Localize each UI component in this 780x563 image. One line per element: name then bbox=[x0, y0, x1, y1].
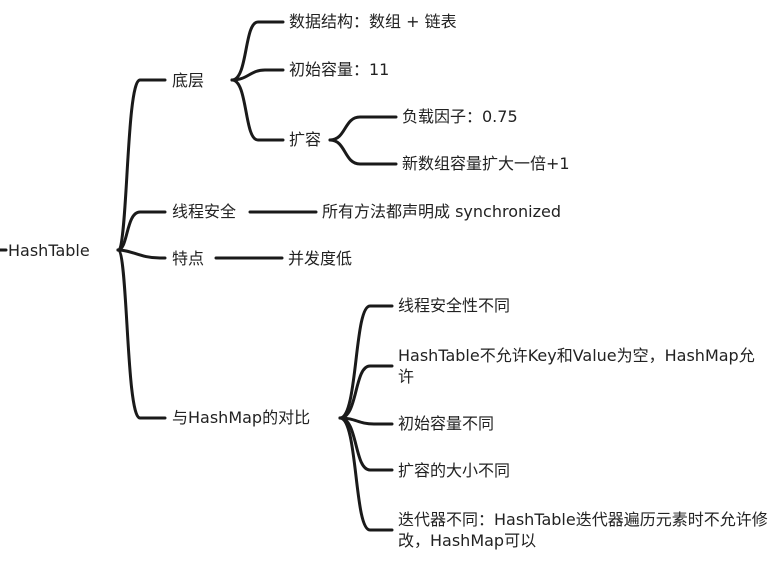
leaf-compare-thread-safety[interactable]: 线程安全性不同 bbox=[398, 296, 511, 315]
node-resize[interactable]: 扩容 bbox=[289, 130, 322, 149]
edge-comparison-to-c1 bbox=[338, 304, 394, 420]
edge-underlying-to-datastructure bbox=[230, 20, 285, 82]
edge-root-to-underlying bbox=[116, 78, 167, 252]
branch-thread-safety[interactable]: 线程安全 bbox=[172, 202, 237, 221]
branch-features[interactable]: 特点 bbox=[172, 249, 205, 268]
branch-comparison[interactable]: 与HashMap的对比 bbox=[172, 408, 311, 427]
root-node[interactable]: HashTable bbox=[8, 241, 90, 260]
edge-resize-to-newcapacity bbox=[328, 138, 398, 166]
leaf-synchronized[interactable]: 所有方法都声明成 synchronized bbox=[322, 202, 561, 221]
edge-root-to-features bbox=[116, 248, 167, 260]
leaf-compare-null-keys[interactable]: HashTable不允许Key和Value为空，HashMap允许 bbox=[398, 346, 755, 386]
edge-underlying-to-capacity bbox=[230, 68, 285, 82]
leaf-new-capacity[interactable]: 新数组容量扩大一倍+1 bbox=[402, 154, 570, 173]
leaf-load-factor[interactable]: 负载因子：0.75 bbox=[402, 107, 518, 126]
edge-resize-to-loadfactor bbox=[328, 115, 398, 142]
edge-comparison-to-c2 bbox=[338, 364, 394, 420]
leaf-compare-iterator[interactable]: 迭代器不同：HashTable迭代器遍历元素时不允许修改，HashMap可以 bbox=[398, 510, 768, 550]
leaf-initial-capacity[interactable]: 初始容量：11 bbox=[289, 60, 390, 79]
branch-underlying[interactable]: 底层 bbox=[172, 71, 205, 90]
leaf-compare-resize[interactable]: 扩容的大小不同 bbox=[398, 461, 511, 480]
leaf-data-structure[interactable]: 数据结构：数组 + 链表 bbox=[289, 12, 457, 31]
leaf-compare-capacity[interactable]: 初始容量不同 bbox=[398, 414, 495, 433]
edge-underlying-to-resize bbox=[230, 78, 285, 142]
edge-root-to-comparison bbox=[116, 248, 167, 420]
leaf-low-concurrency[interactable]: 并发度低 bbox=[288, 249, 353, 268]
edge-comparison-to-c5 bbox=[338, 416, 394, 532]
